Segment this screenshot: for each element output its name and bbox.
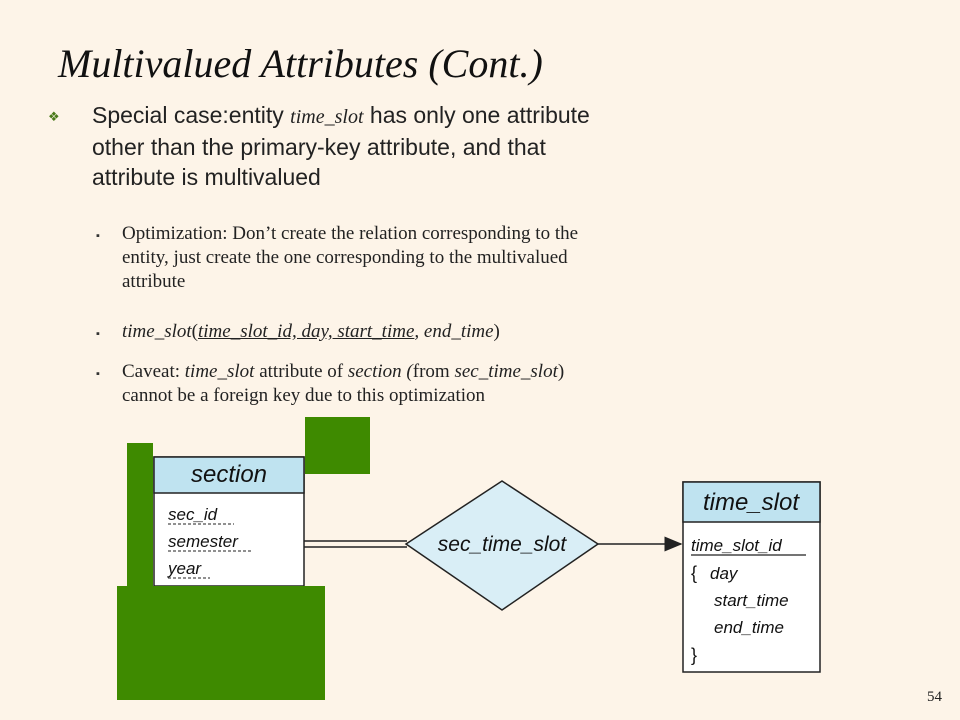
slide-title: Multivalued Attributes (Cont.) [58, 41, 543, 86]
primary-key-attributes: time_slot_id, day, start_time [198, 321, 415, 342]
green-overlay-box [305, 417, 370, 474]
time-slot-attr-key: time_slot_id [691, 536, 782, 555]
square-bullet-icon: ▪ [96, 230, 100, 242]
section-entity-header [153, 456, 305, 494]
green-overlay-box [117, 586, 325, 700]
time-slot-entity-name: time_slot [703, 489, 800, 516]
section-attr-sec-id: sec_id [168, 505, 218, 524]
section-entity: section sec_id semester year [153, 456, 305, 587]
green-overlay-box [127, 443, 153, 588]
section-attr-semester: semester [168, 532, 239, 551]
entity-name-time-slot: time_slot [290, 106, 364, 128]
sec-time-slot-relationship: sec_time_slot [404, 480, 600, 611]
relationship-name: sec_time_slot [438, 533, 568, 556]
sub-bullet-caveat: ▪ Caveat: time_slot attribute of section… [96, 361, 565, 406]
square-bullet-icon: ▪ [96, 368, 100, 380]
time-slot-attr-start-time: start_time [714, 591, 789, 610]
section-entity-name: section [191, 461, 267, 488]
sub-bullet-optimization: ▪ Optimization: Don’t create the relatio… [96, 223, 579, 292]
open-brace: { [691, 563, 697, 583]
time-slot-entity-header [682, 481, 821, 523]
time-slot-entity: time_slot time_slot_id { day start_time … [682, 481, 821, 673]
page-number: 54 [927, 689, 942, 705]
time-slot-attr-day: day [710, 564, 739, 583]
square-bullet-icon: ▪ [96, 328, 100, 340]
sub-bullet-schema: ▪ time_slot(time_slot_id, day, start_tim… [96, 320, 836, 344]
time-slot-attr-end-time: end_time [714, 618, 784, 637]
diamond-bullet-icon: ❖ [48, 109, 60, 124]
close-brace: } [691, 645, 697, 665]
main-bullet-text: Special case:entity time_slot has only o… [92, 102, 590, 190]
section-attr-year: year [167, 559, 202, 578]
main-bullet: ❖ Special case:entity time_slot has only… [48, 100, 808, 192]
